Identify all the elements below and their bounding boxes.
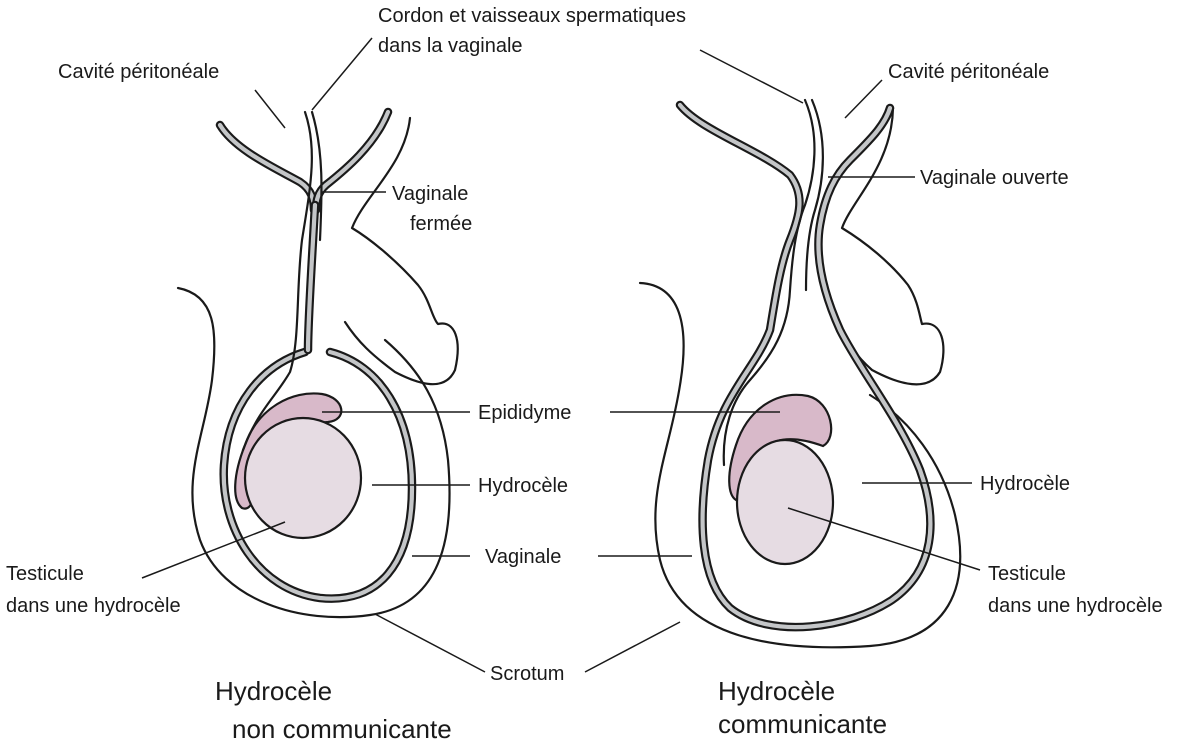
left-peritoneum-left-arm bbox=[215, 120, 319, 215]
caption-right-line2: communicante bbox=[718, 709, 887, 739]
right-spermatic-cord-2 bbox=[804, 98, 824, 292]
left-spermatic-cord bbox=[241, 110, 313, 452]
left-testis bbox=[243, 416, 363, 540]
right-spermatic-cord bbox=[722, 98, 816, 467]
label-epididyme: Epididyme bbox=[478, 402, 571, 424]
label-vaginale-fermee-line1: Vaginale bbox=[392, 183, 468, 205]
left-figure bbox=[176, 107, 459, 619]
label-vaginale-ouverte: Vaginale ouverte bbox=[920, 167, 1069, 189]
label-cord-line2: dans la vaginale bbox=[378, 35, 523, 57]
right-scrotum bbox=[638, 281, 962, 649]
label-cavite-right: Cavité péritonéale bbox=[888, 61, 1049, 83]
caption-left-line2: non communicante bbox=[232, 714, 452, 744]
leader-cord-right bbox=[699, 49, 804, 104]
label-hydrocele-right: Hydrocèle bbox=[980, 473, 1070, 495]
leader-cavite-left bbox=[254, 89, 286, 129]
label-testicule-right-line2: dans une hydrocèle bbox=[988, 595, 1163, 617]
label-cord-line1: Cordon et vaisseaux spermatiques bbox=[378, 5, 686, 27]
label-cavite-left: Cavité péritonéale bbox=[58, 61, 219, 83]
right-vaginal-sac-inner bbox=[677, 102, 933, 630]
leader-testicule-left bbox=[141, 521, 286, 579]
caption-left-line1: Hydrocèle bbox=[215, 676, 332, 706]
leader-testicule-right bbox=[787, 507, 981, 571]
label-vaginale: Vaginale bbox=[485, 546, 561, 568]
leader-lines bbox=[141, 37, 981, 673]
label-testicule-left-line1: Testicule bbox=[6, 563, 84, 585]
caption-right-line1: Hydrocèle bbox=[718, 676, 835, 706]
label-testicule-left-line2: dans une hydrocèle bbox=[6, 595, 181, 617]
labels: Cordon et vaisseaux spermatiques dans la… bbox=[6, 5, 1163, 744]
left-closed-vaginal-stalk-inner bbox=[305, 202, 318, 353]
left-peritoneum-right-arm-inner bbox=[313, 109, 391, 213]
left-scrotum bbox=[176, 286, 451, 619]
label-scrotum: Scrotum bbox=[490, 663, 564, 685]
left-penis bbox=[343, 116, 459, 386]
leader-cord-left bbox=[311, 37, 373, 111]
label-testicule-right-line1: Testicule bbox=[988, 563, 1066, 585]
right-figure bbox=[638, 98, 962, 649]
leader-cavite-right bbox=[844, 79, 883, 119]
right-testis bbox=[735, 438, 835, 566]
leader-scrotum-left bbox=[374, 613, 486, 673]
label-hydrocele-center: Hydrocèle bbox=[478, 475, 568, 497]
left-spermatic-cord-2 bbox=[310, 110, 323, 242]
label-vaginale-fermee-line2: fermée bbox=[410, 213, 472, 235]
left-vaginal-sac-inner bbox=[221, 349, 415, 601]
right-penis bbox=[833, 106, 945, 386]
leader-scrotum-right bbox=[584, 621, 681, 673]
